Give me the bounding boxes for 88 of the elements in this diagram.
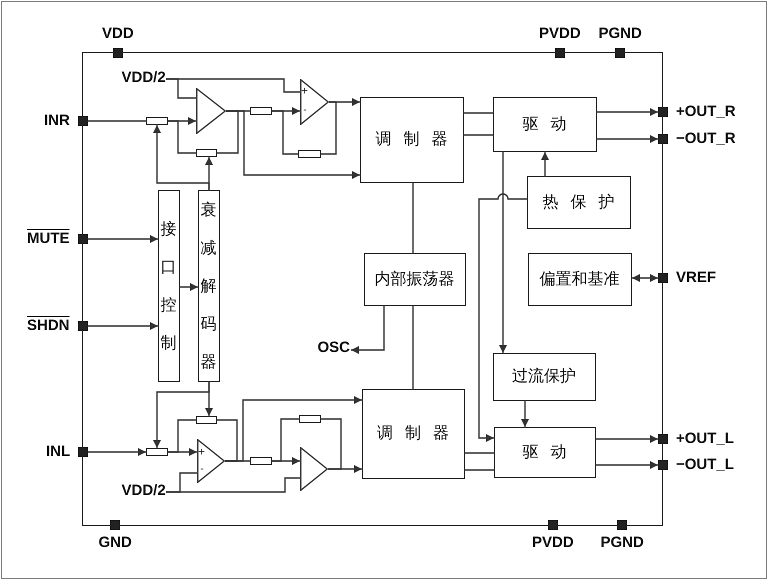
pin-label: SHDN <box>27 318 70 334</box>
function-block <box>198 190 220 382</box>
signal-arrow <box>597 135 658 143</box>
resistor-symbol <box>146 448 168 456</box>
signal-arrow <box>499 152 507 353</box>
block-label: 调 制 器 <box>375 130 448 149</box>
pin-label: +OUT_L <box>676 430 734 447</box>
pin-label: +OUT_R <box>676 104 736 120</box>
block-label: 偏置和基准 <box>540 270 620 288</box>
wire-line <box>321 418 342 470</box>
resistor-symbol <box>298 150 320 158</box>
wire-line <box>464 134 493 136</box>
signal-arrow <box>205 157 213 190</box>
wire-line <box>166 78 300 93</box>
wire-line <box>321 101 337 155</box>
pin-label: INR <box>44 112 70 129</box>
signal-arrow <box>88 235 158 243</box>
block-label: 热 保 护 <box>542 192 615 212</box>
pin-label: PGND <box>600 535 644 552</box>
wire-line <box>272 418 299 462</box>
function-block <box>158 190 180 382</box>
wire-line <box>166 477 300 493</box>
wire-line <box>465 452 494 454</box>
pin-label: PGND <box>598 26 642 42</box>
resistor-symbol <box>250 106 272 114</box>
pin-label: INL <box>46 444 70 460</box>
wire-line <box>168 120 196 154</box>
block-label: 调 制 器 <box>376 424 450 443</box>
signal-arrow <box>596 435 658 443</box>
wire-line <box>272 110 298 155</box>
signal-arrow <box>226 110 360 179</box>
signal-arrow <box>478 193 527 442</box>
pin-label: −OUT_L <box>676 456 734 473</box>
signal-arrow <box>541 152 549 176</box>
polarity-sign: - <box>303 106 307 115</box>
polarity-sign: - <box>200 465 204 474</box>
wire-line <box>464 112 493 114</box>
block-label: 过流保护 <box>512 367 576 386</box>
pin-label: GND <box>98 535 132 552</box>
function-block <box>362 388 464 478</box>
resistor-symbol <box>250 456 272 464</box>
wire-line <box>217 419 238 462</box>
resistor-symbol <box>146 116 168 124</box>
signal-arrow <box>329 98 360 106</box>
pin-label: VDD <box>102 26 134 42</box>
chip-outline <box>82 52 663 526</box>
pin-label: MUTE <box>27 230 70 247</box>
wire-line <box>412 183 414 253</box>
double-arrow <box>632 274 658 282</box>
function-block <box>360 96 464 182</box>
polarity-sign: + <box>198 448 206 457</box>
block-label: 内部振荡器 <box>374 270 454 288</box>
function-block <box>526 176 630 228</box>
signal-arrow <box>88 448 146 456</box>
signal-arrow <box>180 283 198 291</box>
voltage-label: VDD/2 <box>122 483 166 500</box>
resistor-symbol <box>196 148 216 156</box>
block-label: 驱 动 <box>522 114 567 134</box>
block-label: 衰减解码器 <box>200 198 216 372</box>
signal-arrow <box>597 108 658 116</box>
wire-line <box>217 110 239 154</box>
function-block <box>494 426 596 478</box>
pin-label: −OUT_R <box>676 130 736 147</box>
polarity-sign: + <box>300 87 308 96</box>
function-block <box>528 252 632 306</box>
pin-label: PVDD <box>539 26 581 42</box>
signal-arrow <box>205 382 213 416</box>
wire-line <box>168 419 196 453</box>
function-block <box>492 352 596 400</box>
resistor-symbol <box>196 416 216 424</box>
signal-arrow <box>225 396 362 462</box>
wire-line <box>465 469 494 471</box>
wire-line <box>412 306 414 389</box>
signal-arrow <box>88 322 158 330</box>
signal-arrow <box>351 306 385 354</box>
function-block <box>364 252 466 306</box>
signal-arrow <box>521 401 529 427</box>
resistor-symbol <box>298 414 320 422</box>
block-label: 驱 动 <box>522 442 567 462</box>
signal-arrow <box>596 461 658 469</box>
signal-arrow <box>328 465 362 473</box>
pin-label: VREF <box>676 270 716 286</box>
pin-label: PVDD <box>532 535 574 552</box>
wire-line <box>88 120 146 122</box>
block-label: 接口控制 <box>160 218 176 354</box>
function-block <box>492 96 596 152</box>
signal-label: OSC <box>318 340 350 356</box>
voltage-label: VDD/2 <box>122 70 166 86</box>
